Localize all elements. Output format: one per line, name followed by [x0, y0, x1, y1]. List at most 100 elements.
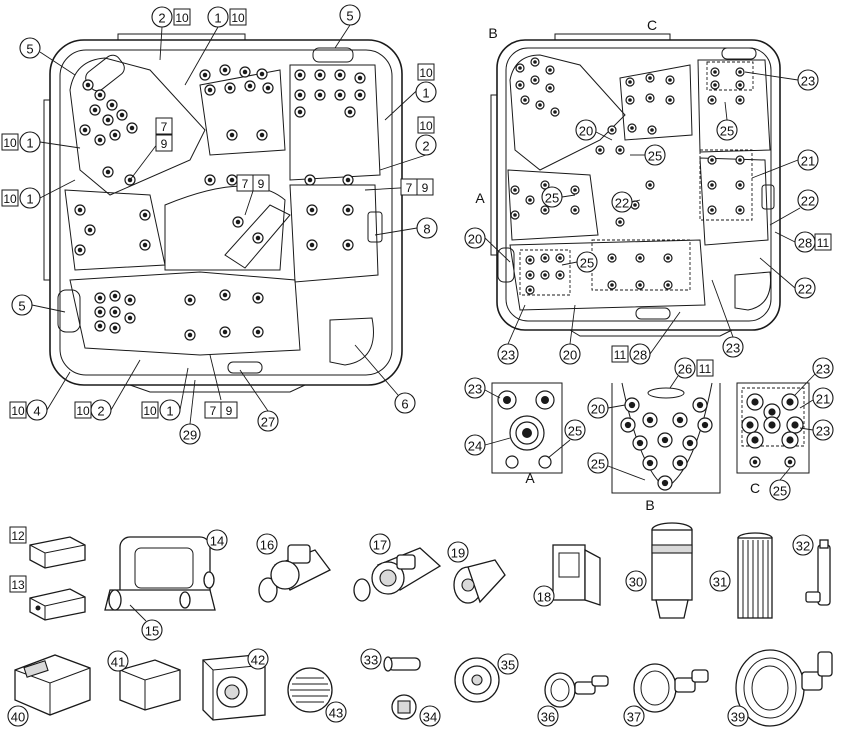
svg-text:30: 30	[629, 575, 643, 590]
callout-25: 25	[587, 452, 609, 474]
jet	[784, 456, 796, 468]
svg-text:15: 15	[145, 624, 159, 639]
callout-box-7: 7	[204, 401, 222, 419]
jet	[515, 63, 525, 73]
svg-text:22: 22	[615, 196, 629, 211]
svg-text:37: 37	[627, 710, 641, 725]
jet	[226, 174, 238, 186]
jet	[304, 174, 316, 186]
jet	[625, 77, 635, 87]
callout-2: 2	[90, 399, 112, 421]
jet	[665, 75, 675, 85]
svg-text:23: 23	[801, 74, 815, 89]
svg-text:25: 25	[773, 484, 787, 499]
jet	[607, 125, 617, 135]
jet	[663, 253, 673, 263]
svg-text:12: 12	[11, 529, 25, 543]
svg-text:41: 41	[111, 655, 125, 670]
view-letter: A	[475, 190, 485, 206]
part-12-module	[29, 536, 86, 569]
detail-view-c	[736, 382, 810, 474]
jet	[763, 416, 781, 434]
svg-text:10: 10	[175, 11, 189, 25]
jet	[545, 65, 555, 75]
svg-text:2: 2	[97, 404, 104, 419]
callout-22: 22	[794, 277, 816, 299]
jet	[74, 244, 86, 256]
svg-text:10: 10	[11, 404, 25, 418]
jet	[256, 129, 268, 141]
callout-box-12: 12	[9, 526, 27, 544]
jet	[657, 432, 673, 448]
jet	[635, 253, 645, 263]
callout-25: 25	[644, 144, 666, 166]
callout-box-7: 7	[236, 174, 254, 192]
jet	[74, 204, 86, 216]
svg-text:1: 1	[26, 192, 33, 207]
svg-text:25: 25	[720, 124, 734, 139]
jet	[219, 289, 231, 301]
callout-30: 30	[625, 570, 647, 592]
callout-1: 1	[159, 399, 181, 421]
jet	[781, 431, 799, 449]
callout-20: 20	[587, 397, 609, 419]
part-16-pump	[258, 544, 331, 603]
jet	[555, 270, 565, 280]
jet	[184, 329, 196, 341]
svg-text:33: 33	[364, 653, 378, 668]
view-letter: C	[647, 17, 657, 33]
svg-text:24: 24	[468, 439, 482, 454]
jet	[672, 412, 688, 428]
jet	[540, 180, 550, 190]
jet	[252, 292, 264, 304]
svg-text:8: 8	[423, 222, 430, 237]
jet	[244, 80, 256, 92]
jet	[510, 185, 520, 195]
jet	[735, 95, 745, 105]
jet	[124, 312, 136, 324]
jet	[94, 89, 106, 101]
callout-box-13: 13	[9, 575, 27, 593]
jet	[79, 124, 91, 136]
callout-32: 32	[792, 534, 814, 556]
svg-text:26: 26	[678, 362, 692, 377]
jet	[126, 122, 138, 134]
right-tub-jets	[510, 57, 745, 295]
svg-text:35: 35	[501, 658, 515, 673]
jet	[139, 209, 151, 221]
jet	[294, 69, 306, 81]
svg-text:23: 23	[501, 348, 515, 363]
svg-text:28: 28	[633, 348, 647, 363]
view-letter: C	[750, 480, 760, 496]
detail-view-b	[611, 382, 721, 494]
jet	[555, 253, 565, 263]
jet	[520, 95, 530, 105]
jet	[106, 99, 118, 111]
leader-lines	[31, 24, 816, 622]
svg-text:1: 1	[214, 11, 221, 26]
svg-text:28: 28	[798, 236, 812, 251]
callout-box-10: 10	[1, 189, 19, 207]
callout-8: 8	[416, 217, 438, 239]
callout-23: 23	[797, 69, 819, 91]
jet	[550, 107, 560, 117]
jet	[89, 104, 101, 116]
svg-text:43: 43	[329, 706, 343, 721]
jet	[102, 166, 114, 178]
callout-1: 1	[207, 6, 229, 28]
jet	[354, 89, 366, 101]
part-13-module	[29, 588, 86, 621]
callout-37: 37	[623, 705, 645, 727]
view-letter: A	[525, 470, 535, 486]
callout-2: 2	[415, 134, 437, 156]
jet	[697, 417, 713, 433]
jet	[645, 180, 655, 190]
svg-text:10: 10	[419, 66, 433, 80]
callout-36: 36	[537, 705, 559, 727]
jet	[540, 205, 550, 215]
callout-23: 23	[812, 357, 834, 379]
jet	[256, 68, 268, 80]
jet	[334, 89, 346, 101]
svg-text:10: 10	[76, 404, 90, 418]
